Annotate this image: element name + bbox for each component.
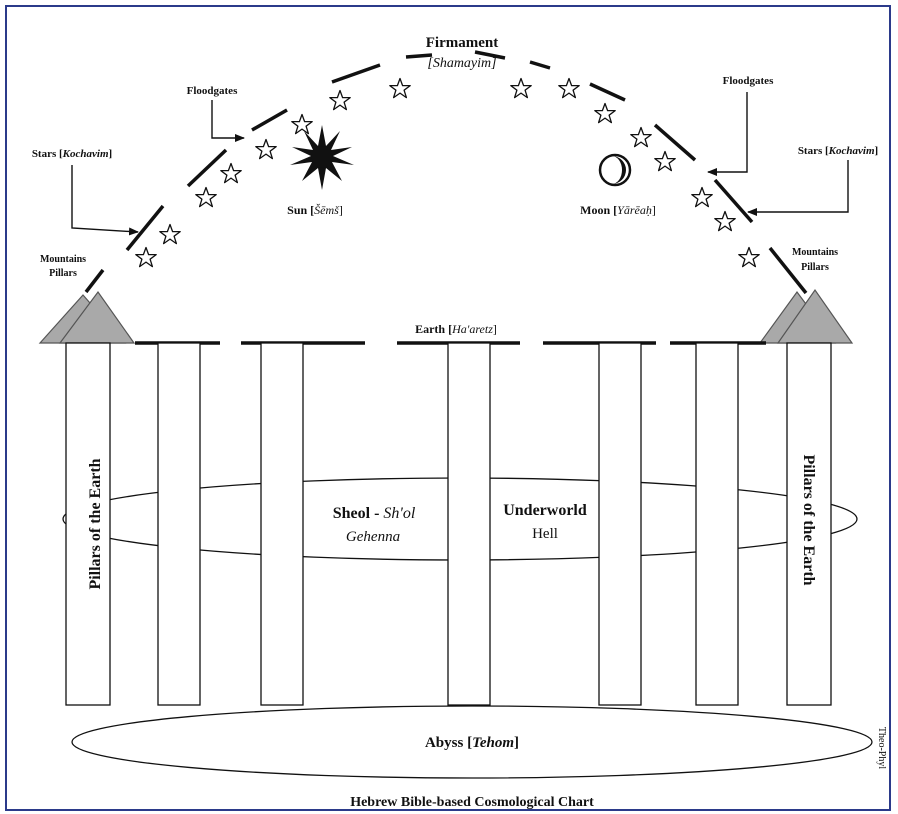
star-icon <box>220 162 242 184</box>
pillar <box>447 342 491 706</box>
pillars-left-label: Pillars of the Earth <box>87 458 104 589</box>
pillars-left-small-label: Pillars <box>49 268 77 279</box>
credit-label: Theo-Phyl <box>876 727 887 769</box>
star-icon <box>654 150 676 172</box>
firmament-sub-label: [Shamayim] <box>427 56 496 71</box>
arrows <box>71 92 849 236</box>
moon-icon <box>598 153 632 187</box>
star-icon <box>691 186 713 208</box>
gehenna-label: Gehenna <box>346 529 400 545</box>
sheol-label: Sheol - Sh'ol <box>333 505 416 522</box>
star-icon <box>255 138 277 160</box>
pillar <box>598 342 642 706</box>
abyss-ellipse <box>71 705 873 779</box>
arrow-icon <box>707 92 748 176</box>
sun-icon <box>290 125 354 190</box>
mountains-left-label: Mountains <box>40 254 86 265</box>
star-icon <box>389 77 411 99</box>
moon-label: Moon [Yārēaḥ] <box>580 203 656 217</box>
pillar <box>695 342 739 706</box>
star-icon <box>510 77 532 99</box>
floodgates-right-label: Floodgates <box>723 75 774 87</box>
star-icon <box>714 210 736 232</box>
pillars <box>65 342 832 706</box>
firmament-dome <box>84 50 808 295</box>
earth-label: Earth [Ha'aretz] <box>415 322 497 336</box>
chart-caption: Hebrew Bible-based Cosmological Chart <box>350 795 594 810</box>
stars-left-label: Stars [Kochavim] <box>32 148 112 160</box>
mountains-right-label: Mountains <box>792 247 838 258</box>
star-icon <box>558 77 580 99</box>
pillars-right-label: Pillars of the Earth <box>800 454 817 585</box>
pillar <box>260 342 304 706</box>
star-icon <box>329 89 351 111</box>
star-icon <box>135 246 157 268</box>
pillars-right-small-label: Pillars <box>801 262 829 273</box>
arrow-icon <box>211 100 245 142</box>
star-icon <box>594 102 616 124</box>
floodgates-left-label: Floodgates <box>187 85 238 97</box>
sun-label: Sun [Šēmš] <box>287 203 343 217</box>
star-icon <box>195 186 217 208</box>
star-icon <box>159 223 181 245</box>
pillar-left-outer <box>65 342 111 706</box>
hell-label: Hell <box>532 526 558 542</box>
star-icon <box>630 126 652 148</box>
arrow-icon <box>71 165 139 236</box>
pillar-right-outer <box>786 342 832 706</box>
stars-right-label: Stars [Kochavim] <box>798 145 878 157</box>
arrow-icon <box>747 160 849 216</box>
firmament-label: Firmament <box>426 35 498 51</box>
stars-group <box>135 77 760 268</box>
star-icon <box>291 113 313 135</box>
underworld-label: Underworld <box>503 502 587 519</box>
star-icon <box>738 246 760 268</box>
abyss-label: Abyss [Tehom] <box>425 735 519 751</box>
pillar <box>157 342 201 706</box>
mountains-left <box>38 290 136 344</box>
mountains-right <box>758 288 854 344</box>
